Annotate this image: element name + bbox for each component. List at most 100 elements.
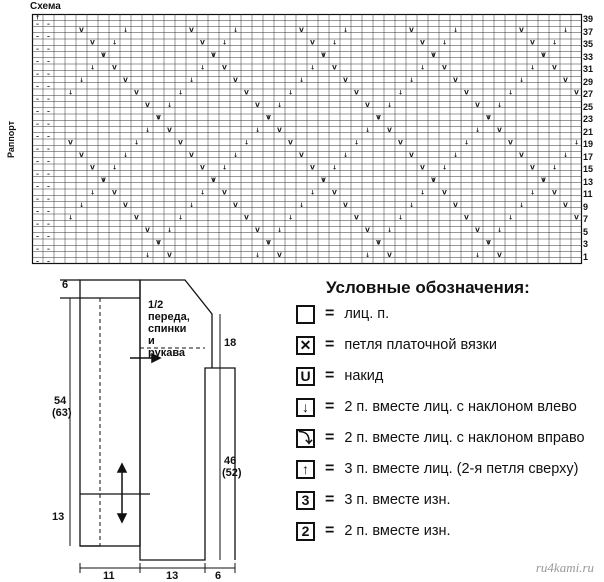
right-panel-outline	[139, 280, 236, 561]
svg-text:V: V	[354, 215, 359, 222]
svg-text:V: V	[442, 190, 447, 197]
svg-text:↓: ↓	[409, 77, 414, 84]
svg-text:V: V	[321, 177, 326, 184]
svg-text:↓: ↓	[255, 252, 260, 259]
svg-text:V: V	[134, 90, 139, 97]
svg-text:↓: ↓	[398, 215, 403, 222]
svg-text:V: V	[486, 115, 491, 122]
svg-text:–: –	[47, 171, 50, 178]
svg-text:↓: ↓	[101, 52, 106, 59]
dim-right-total-alt: (52)	[222, 467, 242, 479]
svg-text:V: V	[365, 227, 370, 234]
legend-item: ✕=петля платочной вязки	[296, 333, 497, 357]
svg-text:↓: ↓	[475, 127, 480, 134]
svg-text:V: V	[475, 227, 480, 234]
legend-equals: =	[325, 367, 335, 384]
svg-text:↓: ↓	[321, 52, 326, 59]
svg-text:↓: ↓	[431, 177, 436, 184]
svg-text:↓: ↓	[156, 115, 161, 122]
svg-text:↓: ↓	[431, 52, 436, 59]
legend-text: 2 п. вместе лиц. с наклоном влево	[344, 399, 577, 415]
svg-text:↓: ↓	[189, 202, 194, 209]
svg-text:V: V	[431, 52, 436, 59]
svg-text:–: –	[47, 96, 50, 103]
svg-text:V: V	[574, 215, 579, 222]
dim-left-total-alt: (63)	[52, 407, 72, 419]
svg-text:–: –	[47, 33, 50, 40]
svg-text:↓: ↓	[145, 252, 150, 259]
svg-text:↓: ↓	[508, 215, 513, 222]
svg-text:↓: ↓	[519, 77, 524, 84]
svg-text:V: V	[497, 252, 502, 259]
svg-text:↓: ↓	[552, 165, 557, 172]
svg-text:↓: ↓	[475, 252, 480, 259]
svg-text:↓: ↓	[90, 65, 95, 72]
svg-text:V: V	[508, 140, 513, 147]
yarn-over-icon: U	[296, 366, 315, 386]
svg-text:↓: ↓	[574, 140, 579, 147]
svg-text:↓: ↓	[90, 190, 95, 197]
legend-text: 2 п. вместе изн.	[344, 523, 451, 539]
svg-text:V: V	[211, 52, 216, 59]
legend-equals: =	[325, 429, 335, 446]
svg-text:↓: ↓	[409, 202, 414, 209]
svg-text:V: V	[222, 190, 227, 197]
knitting-chart-grid: ––––––––––––––––––––––––––––––––––––––––…	[31, 13, 583, 266]
svg-text:V: V	[211, 177, 216, 184]
svg-text:V: V	[145, 102, 150, 109]
svg-text:↓: ↓	[244, 140, 249, 147]
svg-text:↓: ↓	[288, 215, 293, 222]
svg-text:↓: ↓	[453, 27, 458, 34]
legend-text: 3 п. вместе лиц. (2-я петля сверху)	[344, 461, 579, 477]
svg-text:↓: ↓	[277, 227, 282, 234]
svg-text:V: V	[79, 27, 84, 34]
row-number: 31	[583, 64, 594, 74]
svg-text:↓: ↓	[365, 127, 370, 134]
svg-text:V: V	[299, 152, 304, 159]
legend-equals: =	[325, 305, 335, 322]
svg-text:V: V	[376, 115, 381, 122]
pattern-piece-label: 1/2 переда, спинки и рукава	[148, 299, 190, 359]
svg-text:–: –	[47, 233, 50, 240]
svg-text:V: V	[288, 140, 293, 147]
svg-text:↓: ↓	[233, 152, 238, 159]
legend-text: лиц. п.	[344, 306, 390, 322]
svg-text:V: V	[365, 102, 370, 109]
svg-text:V: V	[541, 52, 546, 59]
svg-text:V: V	[101, 177, 106, 184]
legend-title: Условные обозначения:	[326, 278, 530, 297]
svg-text:V: V	[398, 140, 403, 147]
svg-text:↓: ↓	[376, 115, 381, 122]
svg-text:↓: ↓	[453, 152, 458, 159]
svg-text:–: –	[36, 133, 39, 140]
row-number: 33	[583, 51, 594, 62]
svg-text:–: –	[36, 108, 39, 115]
row-number: 17	[583, 151, 594, 162]
svg-text:V: V	[552, 190, 557, 197]
dim-left-lower: 13	[52, 511, 64, 523]
svg-text:↓: ↓	[343, 27, 348, 34]
svg-text:–: –	[36, 83, 39, 90]
chart-symbols: ––––––––––––––––––––––––––––––––––––––––…	[35, 15, 579, 266]
svg-text:↓: ↓	[255, 127, 260, 134]
svg-text:↓: ↓	[343, 152, 348, 159]
svg-text:↓: ↓	[530, 190, 535, 197]
svg-text:–: –	[36, 208, 39, 215]
svg-text:V: V	[574, 90, 579, 97]
svg-text:V: V	[376, 240, 381, 247]
svg-text:спинки: спинки	[148, 323, 186, 335]
svg-text:↓: ↓	[200, 190, 205, 197]
svg-text:↑: ↑	[35, 15, 40, 22]
svg-text:–: –	[36, 33, 39, 40]
svg-text:V: V	[123, 202, 128, 209]
svg-text:↓: ↓	[332, 165, 337, 172]
arrow-up-icon	[116, 462, 128, 473]
row-number: 9	[583, 201, 589, 212]
shoulder-slope	[140, 279, 213, 368]
svg-text:↓: ↓	[123, 152, 128, 159]
svg-text:V: V	[255, 227, 260, 234]
garment-pattern: 6 54 (63) 13 18 46 (52) 11 13 6 1/2 пере…	[52, 279, 242, 582]
svg-text:↓: ↓	[211, 52, 216, 59]
svg-text:↓: ↓	[420, 190, 425, 197]
svg-text:↓: ↓	[277, 102, 282, 109]
